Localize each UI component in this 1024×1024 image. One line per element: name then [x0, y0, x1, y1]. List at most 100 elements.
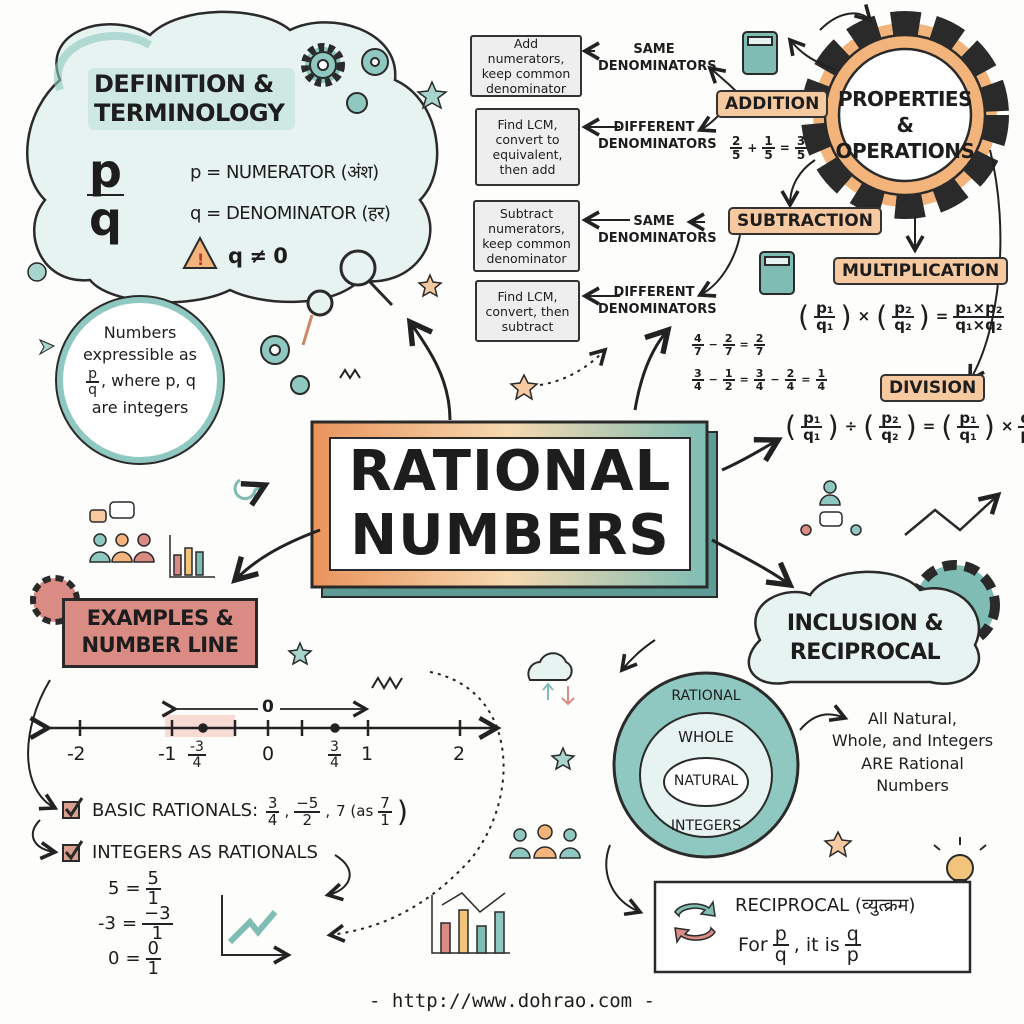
expression-token: =	[125, 948, 141, 969]
addition-same-rule: Add numerators, keep common denominator	[470, 35, 582, 97]
title-line-2: NUMBERS	[350, 503, 670, 568]
subtraction-diff-rule: Find LCM, convert, then subtract	[475, 280, 580, 342]
numerator: 3	[753, 367, 766, 381]
expression-token: , it is	[793, 933, 840, 956]
expression-token: =	[779, 140, 790, 155]
bar-chart-icon	[169, 535, 510, 954]
parenthesis: )	[918, 300, 930, 333]
denominator: q₂	[881, 425, 899, 444]
star-icon	[417, 273, 443, 298]
denominator: 4	[192, 755, 202, 771]
parenthesis: )	[983, 410, 995, 443]
tick-label: 0	[262, 743, 274, 765]
parenthesis: )	[840, 300, 852, 333]
expression-token: ×	[1000, 417, 1014, 435]
number-line-distance-label: 0	[262, 697, 274, 717]
page-title: RATIONAL NUMBERS	[330, 440, 690, 568]
division-tag: DIVISION	[880, 374, 986, 402]
denominator: 4	[755, 380, 764, 393]
number-line	[29, 700, 502, 740]
tick-label: -1	[158, 743, 176, 765]
svg-text:!: !	[197, 250, 204, 269]
expression-token: =	[935, 307, 949, 325]
tick-label: -2	[67, 743, 85, 765]
numerator: q	[844, 923, 861, 946]
numerator: 0	[145, 938, 161, 960]
expression-token: ,	[325, 802, 331, 820]
expression-token: 5	[108, 878, 120, 899]
numerator: 7	[378, 793, 392, 813]
expression-token: −	[708, 373, 718, 386]
denominator: 4	[694, 380, 702, 393]
numerator: 3	[692, 367, 704, 381]
denominator: 1	[147, 888, 159, 909]
properties-gear	[801, 11, 1009, 219]
denominator: p	[846, 944, 859, 966]
expression-token: -3	[98, 913, 116, 934]
definition-heading: DEFINITION & TERMINOLOGY	[88, 68, 295, 130]
numerator: p₁	[801, 408, 823, 428]
expression-token: ,	[284, 802, 290, 820]
addition-diff-label: DIFFERENT DENOMINATORS	[598, 120, 717, 152]
denominator: q₁	[803, 425, 821, 444]
venn-natural	[663, 757, 749, 807]
expression-token: =	[739, 338, 749, 351]
set-label-whole: WHOLE	[678, 728, 734, 746]
denominator: 4	[786, 380, 795, 393]
parenthesis: )	[827, 410, 839, 443]
note-line: ARE Rational	[861, 753, 964, 773]
parenthesis: (	[785, 410, 797, 443]
multiplication-tag: MULTIPLICATION	[833, 257, 1009, 285]
numerator: p	[87, 144, 124, 198]
parenthesis: (	[798, 300, 810, 333]
numerator: 3	[328, 739, 341, 756]
parenthesis: (	[941, 410, 953, 443]
numerator: p₂	[879, 408, 901, 428]
denominator: p₂	[1018, 427, 1024, 443]
inclusion-heading: INCLUSION & RECIPROCAL	[786, 611, 944, 665]
cloud-sync-icon	[527, 652, 575, 706]
reciprocal-box	[653, 880, 972, 974]
footer-url[interactable]: - http://www.dohrao.com -	[369, 990, 655, 1012]
numerator: p₁×p₂	[953, 298, 1005, 318]
denominator: 1	[380, 810, 390, 829]
integers-as-rationals-label: INTEGERS AS RATIONALS	[92, 842, 318, 863]
trend-line-icon	[904, 491, 1002, 536]
denominator: q₁×q₂	[955, 315, 1003, 334]
denominator: 1	[147, 958, 159, 979]
denominator: 7	[724, 345, 733, 358]
expression-token: −	[708, 338, 718, 351]
star-icon	[823, 830, 853, 858]
inclusion-note: All Natural, Whole, and Integers ARE Rat…	[815, 708, 1010, 798]
numerator: −5	[294, 793, 321, 813]
addition-same-label: SAME DENOMINATORS	[598, 42, 717, 74]
basic-rationals-label: BASIC RATIONALS:	[92, 800, 259, 821]
denominator: q	[88, 381, 97, 398]
people-icon	[89, 480, 862, 859]
tick-label: 2	[453, 743, 465, 765]
numerator: p	[772, 923, 789, 946]
gear-icon	[260, 43, 389, 395]
addition-tag: ADDITION	[716, 90, 829, 118]
examples-heading: EXAMPLES & NUMBER LINE	[62, 598, 258, 668]
numerator: p₁	[814, 298, 836, 318]
